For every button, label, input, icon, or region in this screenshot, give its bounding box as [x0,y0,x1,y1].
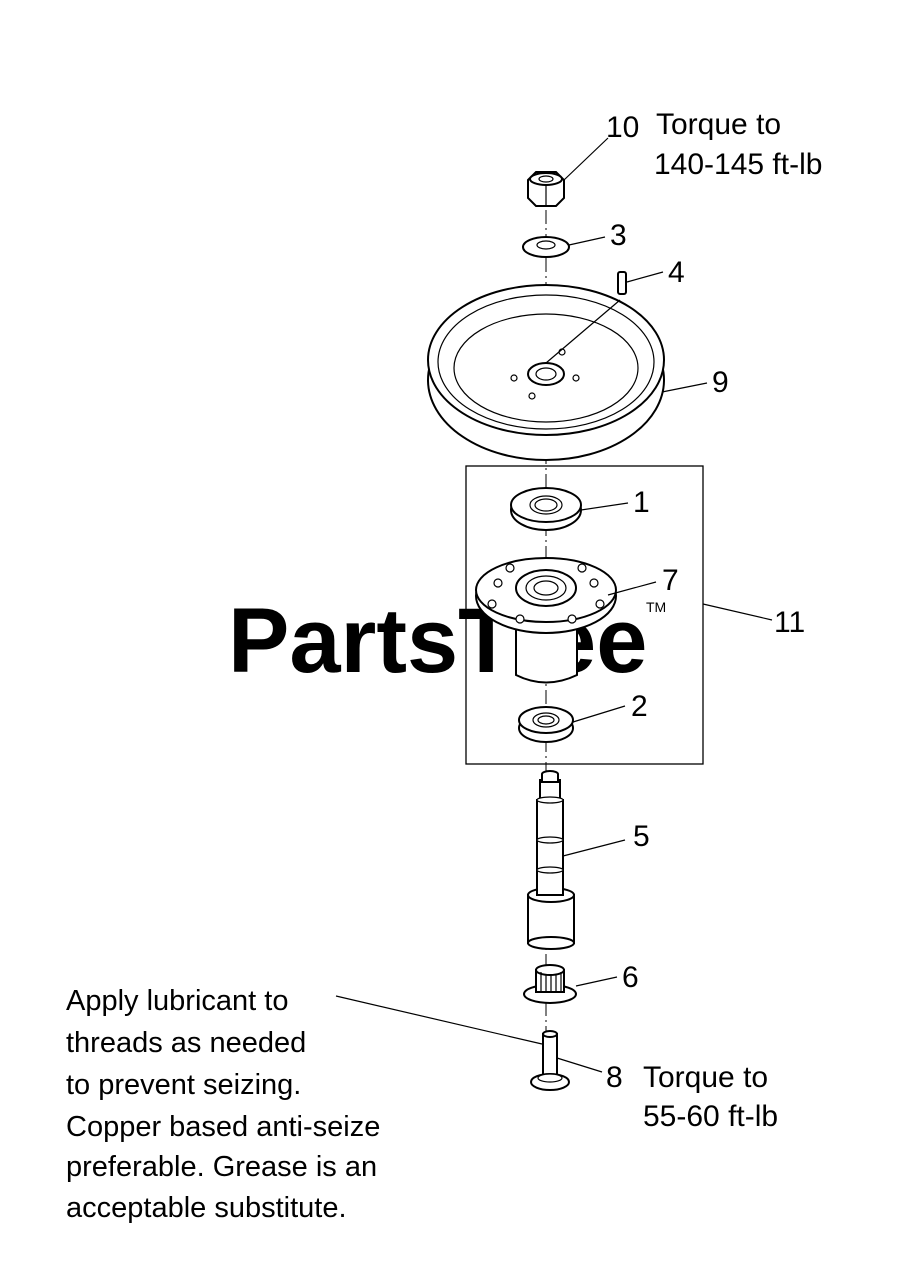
pulley-part [427,284,665,461]
nut-torque-line1: Torque to [656,108,781,141]
lubricant-note-line: preferable. Grease is an [66,1151,377,1183]
bolt-torque-line1: Torque to [643,1061,768,1094]
hex-nut-part [527,171,565,207]
callout-6: 6 [622,961,639,994]
callout-3: 3 [610,219,627,252]
leader-lines [335,137,773,1073]
callout-8: 8 [606,1061,623,1094]
lubricant-note-line: Apply lubricant to [66,985,288,1017]
top-bearing-part [510,487,582,531]
callout-1: 1 [633,486,650,519]
callout-4: 4 [668,256,685,289]
lubricant-note: Apply lubricant to threads as needed to … [66,985,380,1224]
bolt-part [530,1030,570,1091]
spindle-housing-part [475,557,617,684]
callout-2: 2 [631,690,648,723]
lubricant-note-line: acceptable substitute. [66,1192,347,1224]
callout-7: 7 [662,564,679,597]
callout-9: 9 [712,366,729,399]
callout-10: 10 [606,111,639,144]
splined-hub-part [523,964,577,1004]
bolt-torque-line2: 55-60 ft-lb [643,1100,778,1133]
callout-11: 11 [774,606,805,639]
housing-assembly-box [465,465,704,765]
lubricant-note-line: to prevent seizing. [66,1069,301,1101]
key-part [617,271,627,295]
spindle-shaft-part [527,770,575,950]
washer-part [522,236,570,258]
lubricant-note-line: threads as needed [66,1027,306,1059]
nut-torque-line2: 140-145 ft-lb [654,148,822,181]
lubricant-note-line: Copper based anti-seize [66,1111,380,1143]
bottom-bearing-part [518,706,574,743]
callout-5: 5 [633,820,650,853]
watermark-tm: TM [646,599,666,615]
